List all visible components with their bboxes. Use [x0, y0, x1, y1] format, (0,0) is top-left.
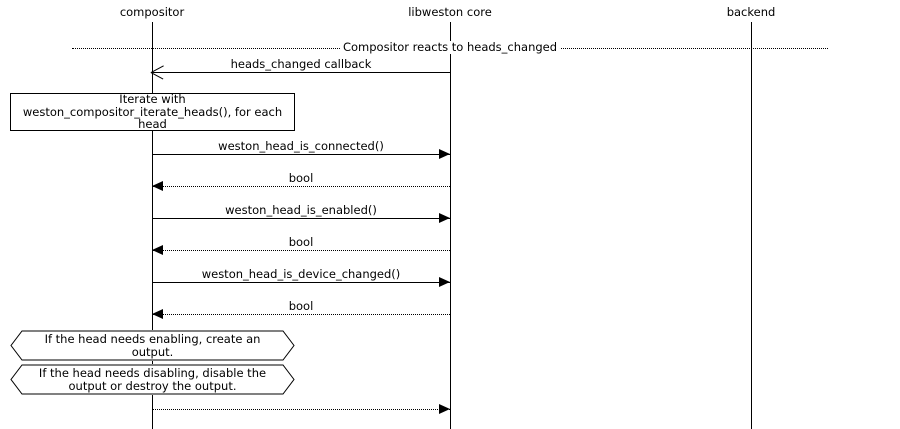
arrowhead-filled-right-icon — [439, 277, 450, 287]
arrowhead-filled-left-icon — [152, 181, 163, 191]
condition-enable-head: If the head needs enabling, create an ou… — [10, 330, 295, 361]
message-label: weston_head_is_device_changed() — [201, 267, 401, 281]
note-text: Iterate with weston_compositor_iterate_h… — [22, 92, 283, 132]
hexagon-outline-icon — [10, 330, 295, 361]
message-label: bool — [288, 235, 314, 249]
message-label: heads_changed callback — [230, 57, 372, 71]
lifeline-label-compositor: compositor — [119, 5, 185, 19]
arrowhead-filled-left-icon — [152, 245, 163, 255]
hexagon-outline-icon — [10, 364, 295, 395]
separator-label: Compositor reacts to heads_changed — [339, 41, 561, 54]
message-label: bool — [288, 171, 314, 185]
condition-text: If the head needs disabling, disable the… — [38, 366, 267, 393]
message-label: weston_head_is_connected() — [218, 139, 384, 153]
condition-disable-head: If the head needs disabling, disable the… — [10, 364, 295, 395]
message-shaft — [152, 282, 450, 283]
lifeline-label-backend: backend — [726, 5, 776, 19]
arrowhead-filled-right-icon — [439, 149, 450, 159]
message-shaft — [152, 72, 450, 73]
message-shaft — [152, 218, 450, 219]
message-shaft — [152, 409, 450, 410]
message-shaft — [152, 314, 450, 315]
arrowhead-filled-left-icon — [152, 309, 163, 319]
arrowhead-open-left-icon — [151, 65, 165, 79]
lifeline-compositor — [152, 22, 153, 429]
arrowhead-filled-right-icon — [439, 404, 450, 414]
lifeline-label-libweston-core: libweston core — [408, 5, 492, 19]
lifeline-libweston-core — [450, 22, 451, 429]
lifeline-backend — [751, 22, 752, 429]
note-iterate-heads: Iterate with weston_compositor_iterate_h… — [10, 93, 295, 131]
message-shaft — [152, 186, 450, 187]
arrowhead-filled-right-icon — [439, 213, 450, 223]
condition-text: If the head needs enabling, create an ou… — [44, 332, 261, 359]
message-shaft — [152, 250, 450, 251]
message-shaft — [152, 154, 450, 155]
message-label: weston_head_is_enabled() — [225, 203, 377, 217]
message-label: bool — [288, 299, 314, 313]
